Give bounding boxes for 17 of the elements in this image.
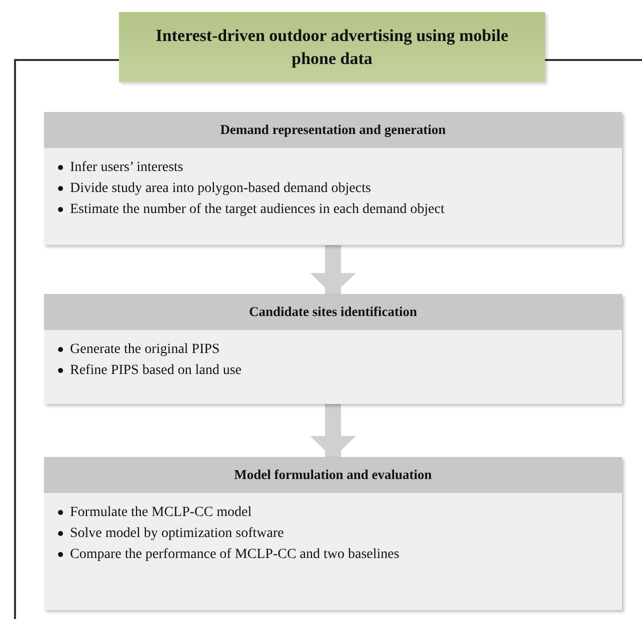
bullet-text: Compare the performance of MCLP-CC and two baselines <box>70 546 400 564</box>
title-banner: Interest-driven outdoor advertising using mobile phone data <box>119 12 545 82</box>
stage-heading: Model formulation and evaluation <box>44 457 622 493</box>
stage-heading: Demand representation and generation <box>44 112 622 148</box>
bullet-text: Formulate the MCLP-CC model <box>70 504 252 522</box>
stage-heading: Candidate sites identification <box>44 294 622 330</box>
bullet-text: Refine PIPS based on land use <box>70 362 242 380</box>
bullet-text: Estimate the number of the target audiences in each demand object <box>70 201 444 219</box>
bullet-text: Infer users’ interests <box>70 159 184 177</box>
stage-panel <box>44 294 622 404</box>
bullet-text: Solve model by optimization software <box>70 525 284 543</box>
stage-panel <box>44 112 622 245</box>
bullet-text: Divide study area into polygon-based demand objects <box>70 180 371 198</box>
stage-panel <box>44 457 622 610</box>
block-arrow <box>310 404 356 458</box>
bullet-text: Generate the original PIPS <box>70 341 220 359</box>
block-arrow <box>310 245 356 295</box>
